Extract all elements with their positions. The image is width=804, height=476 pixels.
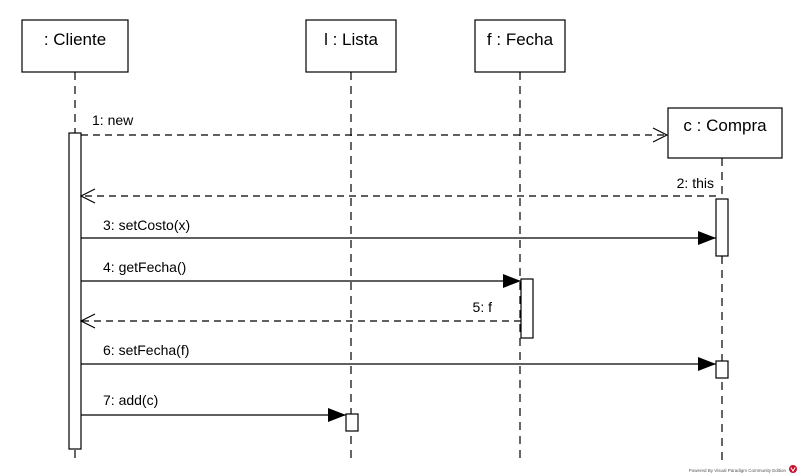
watermark: Powered By Visual Paradigm Community Edi…	[689, 465, 797, 473]
message-2-label: 2: this	[677, 175, 714, 191]
lifeline-lista: l : Lista	[305, 19, 397, 462]
message-1: 1: new	[81, 112, 667, 135]
message-5: 5: f	[81, 299, 521, 321]
lifeline-lista-label: l : Lista	[324, 30, 378, 49]
message-5-label: 5: f	[473, 299, 493, 315]
message-3: 3: setCosto(x)	[81, 217, 716, 245]
activation-lista	[345, 413, 359, 432]
message-1-label: 1: new	[92, 112, 134, 128]
activation-compra-2	[715, 360, 729, 379]
activation-compra-1	[715, 198, 729, 257]
message-7-label: 7: add(c)	[103, 392, 158, 408]
message-4-label: 4: getFecha()	[103, 259, 186, 275]
message-3-label: 3: setCosto(x)	[103, 217, 190, 233]
visual-paradigm-logo-icon	[789, 465, 797, 473]
message-6: 6: setFecha(f)	[81, 342, 716, 371]
message-7: 7: add(c)	[81, 392, 346, 422]
activation-cliente	[68, 132, 82, 450]
lifeline-cliente-label: : Cliente	[44, 30, 106, 49]
message-6-label: 6: setFecha(f)	[103, 342, 189, 358]
lifeline-compra-label: c : Compra	[683, 116, 767, 135]
message-2: 2: this	[81, 175, 716, 196]
lifeline-fecha: f : Fecha	[474, 19, 566, 462]
activation-fecha	[520, 278, 534, 339]
lifeline-fecha-label: f : Fecha	[487, 30, 554, 49]
message-4: 4: getFecha()	[81, 259, 521, 288]
watermark-text: Powered By Visual Paradigm Community Edi…	[689, 468, 787, 473]
lifeline-compra: c : Compra	[667, 107, 783, 462]
